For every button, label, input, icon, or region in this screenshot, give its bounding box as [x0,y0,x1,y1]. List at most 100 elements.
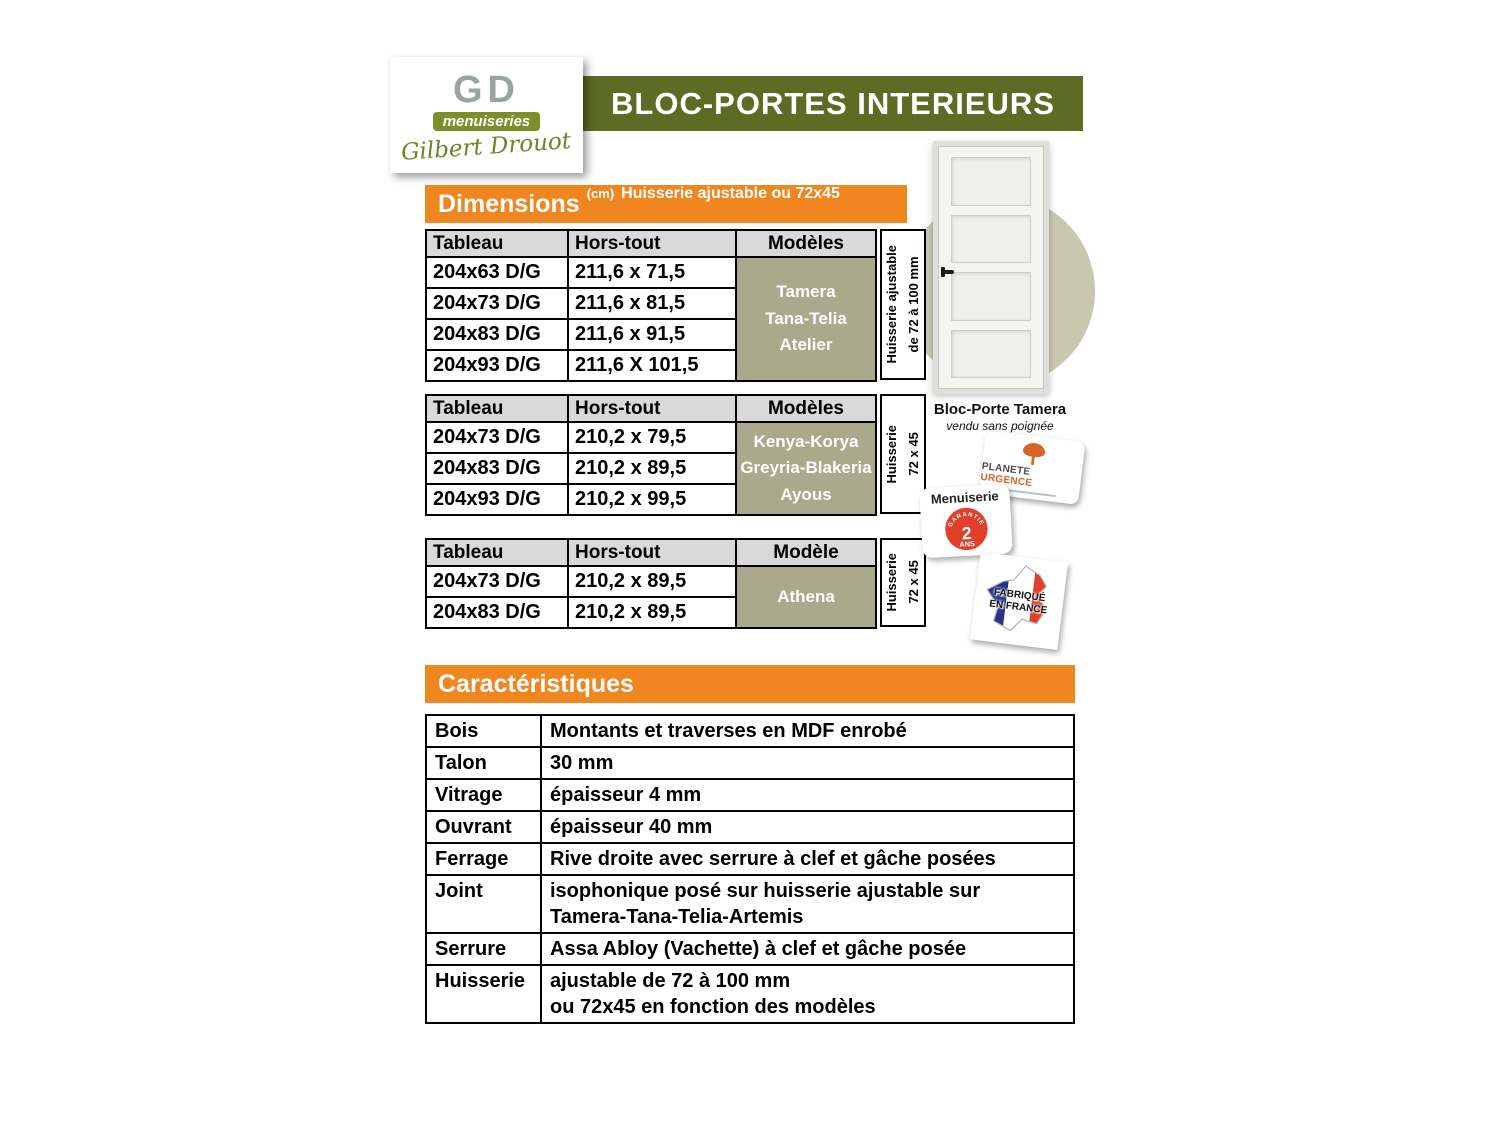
horstout-cell: 210,2 x 89,5 [567,452,737,485]
caracteristique-label: Ouvrant [425,810,542,844]
door-caption-subtitle: vendu sans poignée [946,419,1054,433]
models-cell: Athena [735,565,877,629]
huisserie-side-label-1: Huisserie ajustable de 72 à 100 mm [880,229,926,380]
tableau-cell: 204x93 D/G [425,483,569,516]
door-panel [951,157,1031,206]
tableau-cell: 204x73 D/G [425,565,569,598]
col-header-horstout: Hors-tout [567,394,737,423]
svg-text:2: 2 [961,523,972,543]
dimensions-unit: (cm) [586,186,615,201]
door-panel [951,214,1031,263]
horstout-cell: 210,2 x 89,5 [567,596,737,629]
caracteristique-value: isophonique posé sur huisserie ajustable… [540,874,1075,934]
caracteristiques-banner: Caractéristiques [425,665,1075,703]
col-header-modeles: Modèle [735,538,877,567]
huisserie-side-label-2: Huisserie 72 x 45 [880,394,926,514]
door-handle [941,267,954,277]
col-header-tableau: Tableau [425,538,569,567]
door-panel [951,329,1031,378]
caracteristique-label: Serrure [425,932,542,966]
horstout-cell: 211,6 x 91,5 [567,318,737,351]
door-caption-title: Bloc-Porte Tamera [933,401,1067,418]
page-title: BLOC-PORTES INTERIEURS [611,85,1055,121]
door-photo [933,141,1049,394]
planete-urgence-badge: PLANETE URGENCE [978,430,1086,505]
door-leaf [938,146,1044,389]
tableau-cell: 204x83 D/G [425,596,569,629]
caracteristique-label: Vitrage [425,778,542,812]
tableau-cell: 204x93 D/G [425,349,569,382]
caracteristique-label: Talon [425,746,542,780]
horstout-cell: 211,6 X 101,5 [567,349,737,382]
caracteristique-value: 30 mm [540,746,1075,780]
dimensions-subtitle: Huisserie ajustable ou 72x45 [621,185,840,202]
caracteristique-label: Joint [425,874,542,934]
door-caption: Bloc-Porte Tamera vendu sans poignée [915,401,1085,433]
caracteristique-value: Rive droite avec serrure à clef et gâche… [540,842,1075,876]
caracteristique-value: Assa Abloy (Vachette) à clef et gâche po… [540,932,1075,966]
door-panel [951,272,1031,321]
caracteristique-label: Bois [425,714,542,748]
logo-brand-label: menuiseries [432,111,541,131]
horstout-cell: 211,6 x 81,5 [567,287,737,320]
horstout-cell: 210,2 x 99,5 [567,483,737,516]
dimensions-banner: Dimensions (cm) Huisserie ajustable ou 7… [425,185,907,223]
caracteristique-value: épaisseur 40 mm [540,810,1075,844]
brand-logo: GD menuiseries Gilbert Drouot [390,57,583,173]
caracteristique-label: Huisserie [425,964,542,1024]
horstout-cell: 210,2 x 89,5 [567,565,737,598]
garantie-2-ans-badge: Menuiserie GARANTIE 2 ANS [919,483,1013,559]
col-header-tableau: Tableau [425,394,569,423]
col-header-modeles: Modèles [735,229,877,258]
side-label-text: Huisserie 72 x 45 [883,424,921,484]
garantie-brand-label: Menuiserie [930,488,1000,507]
horstout-cell: 210,2 x 79,5 [567,421,737,454]
caracteristique-value: Montants et traverses en MDF enrobé [540,714,1075,748]
horstout-cell: 211,6 x 71,5 [567,256,737,289]
tableau-cell: 204x73 D/G [425,287,569,320]
fabrique-en-france-badge: FABRIQUÉ EN FRANCE [969,551,1069,651]
caracteristique-value: ajustable de 72 à 100 mm ou 72x45 en fon… [540,964,1075,1024]
caracteristiques-title: Caractéristiques [438,669,634,698]
side-label-text: Huisserie 72 x 45 [883,553,921,612]
tree-icon [1023,442,1046,465]
tableau-cell: 204x83 D/G [425,452,569,485]
garantie-seal-icon: GARANTIE 2 ANS [945,507,988,551]
france-map-icon [982,561,1051,635]
caracteristique-label: Ferrage [425,842,542,876]
logo-signature: Gilbert Drouot [400,127,573,166]
svg-text:ANS: ANS [959,539,975,549]
tableau-cell: 204x73 D/G [425,421,569,454]
side-label-text: Huisserie ajustable de 72 à 100 mm [883,245,921,364]
col-header-horstout: Hors-tout [567,538,737,567]
huisserie-side-label-3: Huisserie 72 x 45 [880,538,926,627]
col-header-horstout: Hors-tout [567,229,737,258]
